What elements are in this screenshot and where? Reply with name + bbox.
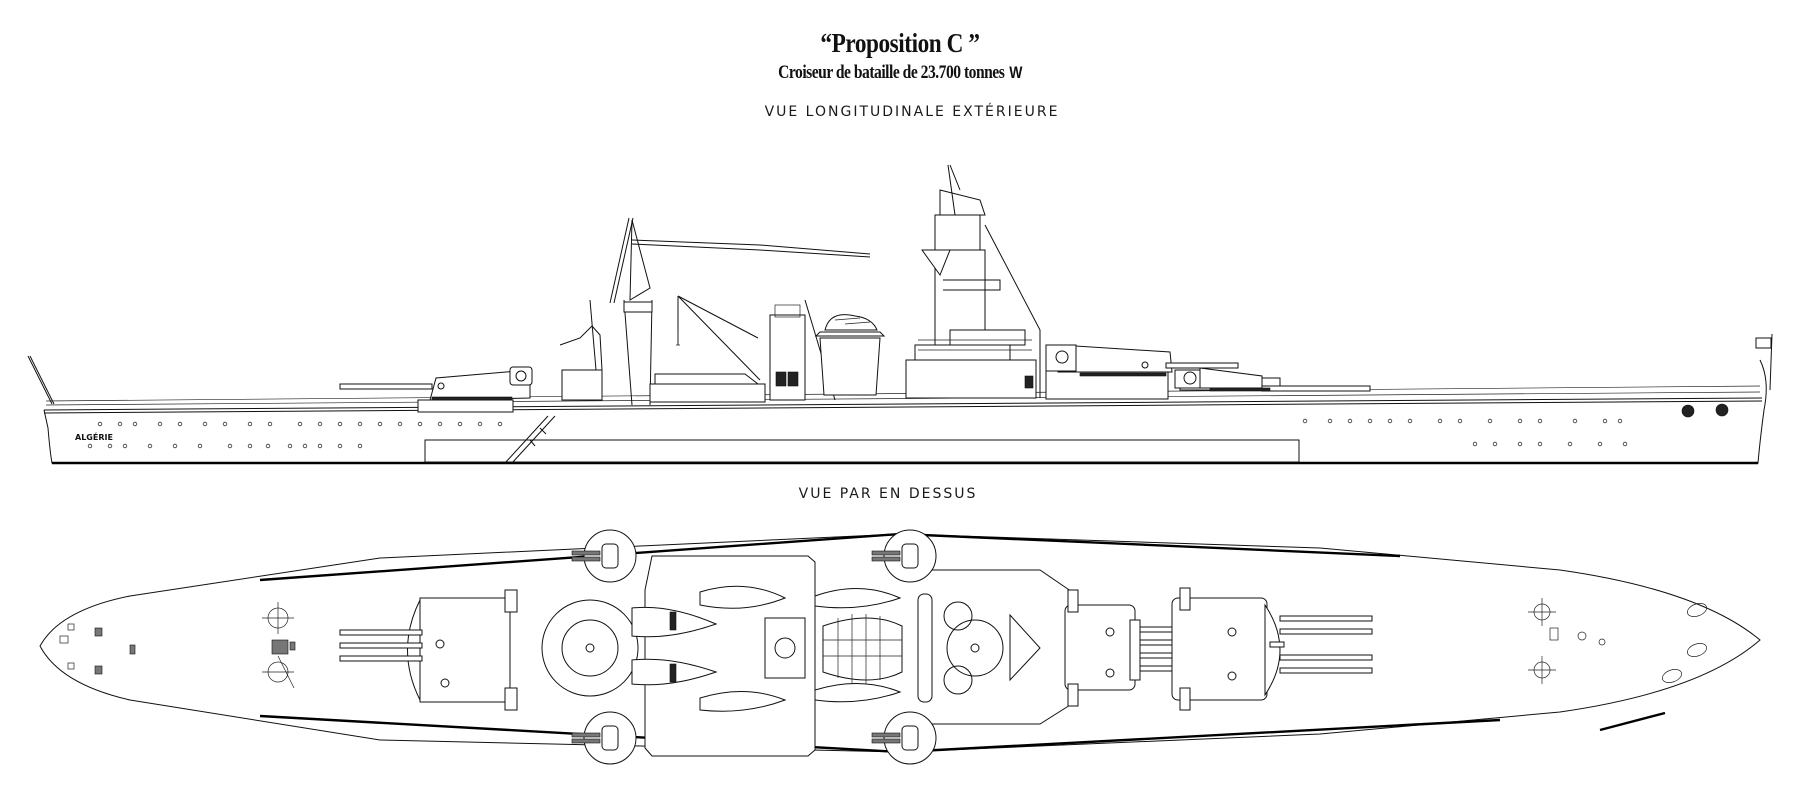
- porthole: [302, 443, 308, 449]
- side-portholes: [87, 418, 1628, 449]
- top-bow-fittings: [59, 602, 296, 689]
- porthole: [177, 421, 183, 427]
- secondary-turret: [871, 711, 937, 765]
- top-view-label: VUE PAR EN DESSUS: [798, 486, 978, 502]
- anchor-hawse-1: [1681, 404, 1695, 418]
- drawing-title: “Proposition C ”: [820, 28, 980, 58]
- secondary-turret: [571, 711, 637, 765]
- porthole: [397, 421, 403, 427]
- porthole: [1567, 441, 1573, 447]
- porthole: [1407, 418, 1413, 424]
- porthole: [1457, 418, 1463, 424]
- porthole: [227, 443, 233, 449]
- stern-name: ALGÉRIE: [75, 431, 113, 442]
- porthole: [437, 421, 443, 427]
- porthole: [87, 443, 93, 449]
- porthole: [317, 443, 323, 449]
- porthole: [337, 421, 343, 427]
- porthole: [1487, 418, 1493, 424]
- porthole: [1572, 418, 1578, 424]
- porthole: [1517, 418, 1523, 424]
- porthole: [317, 421, 323, 427]
- porthole: [147, 443, 153, 449]
- side-funnel: [814, 314, 886, 396]
- porthole: [1327, 418, 1333, 424]
- anchor-hawse-2: [1715, 403, 1729, 417]
- porthole: [1602, 418, 1608, 424]
- porthole: [122, 443, 128, 449]
- side-view: ALGÉRIE: [27, 164, 1773, 465]
- secondary-turret: [571, 529, 637, 583]
- bow-flag: [1755, 337, 1772, 349]
- porthole: [247, 443, 253, 449]
- side-aft-turret: [339, 366, 533, 413]
- top-hull-outline: [39, 533, 1761, 753]
- porthole: [1492, 441, 1498, 447]
- top-view: [39, 529, 1761, 765]
- side-view-label: VUE LONGITUDINALE EXTÉRIEURE: [764, 104, 1060, 120]
- porthole: [247, 421, 253, 427]
- porthole: [132, 421, 138, 427]
- porthole: [1517, 441, 1523, 447]
- porthole: [377, 421, 383, 427]
- porthole: [172, 443, 178, 449]
- porthole: [202, 421, 208, 427]
- secondary-turret: [871, 529, 937, 583]
- porthole: [107, 443, 113, 449]
- porthole: [1437, 418, 1443, 424]
- porthole: [265, 443, 271, 449]
- porthole: [1347, 418, 1353, 424]
- porthole: [477, 421, 483, 427]
- porthole: [1472, 441, 1478, 447]
- top-secondary-turrets: [571, 529, 937, 765]
- subtitle-mark: W: [1009, 63, 1022, 82]
- porthole: [117, 421, 123, 427]
- porthole: [357, 421, 363, 427]
- porthole: [497, 421, 503, 427]
- porthole: [197, 443, 203, 449]
- porthole: [1537, 418, 1543, 424]
- side-hull: [27, 333, 1773, 465]
- porthole: [457, 421, 463, 427]
- porthole: [357, 443, 363, 449]
- top-stern-fittings: [1528, 598, 1707, 732]
- porthole: [417, 421, 423, 427]
- side-mainmast: [559, 217, 871, 406]
- porthole: [337, 443, 343, 449]
- top-main-turret-3: [1171, 587, 1373, 711]
- porthole: [287, 443, 293, 449]
- porthole: [1367, 418, 1373, 424]
- porthole: [1617, 418, 1623, 424]
- porthole: [97, 421, 103, 427]
- porthole: [1302, 418, 1308, 424]
- porthole: [1622, 441, 1628, 447]
- subtitle-text: Croiseur de bataille de 23.700 tonnes: [778, 62, 1005, 83]
- porthole: [157, 421, 163, 427]
- porthole: [1537, 441, 1543, 447]
- top-main-turret-1: [339, 589, 518, 711]
- porthole: [1597, 441, 1603, 447]
- porthole: [222, 421, 228, 427]
- side-fwd-turret-b: [1045, 344, 1239, 400]
- side-bridge-tower: [905, 164, 1041, 399]
- side-fwd-turret-a: [1174, 367, 1371, 392]
- top-superstructure: [541, 555, 1079, 757]
- porthole: [1387, 418, 1393, 424]
- porthole: [267, 421, 273, 427]
- side-deckhouse: [649, 299, 836, 403]
- porthole: [297, 421, 303, 427]
